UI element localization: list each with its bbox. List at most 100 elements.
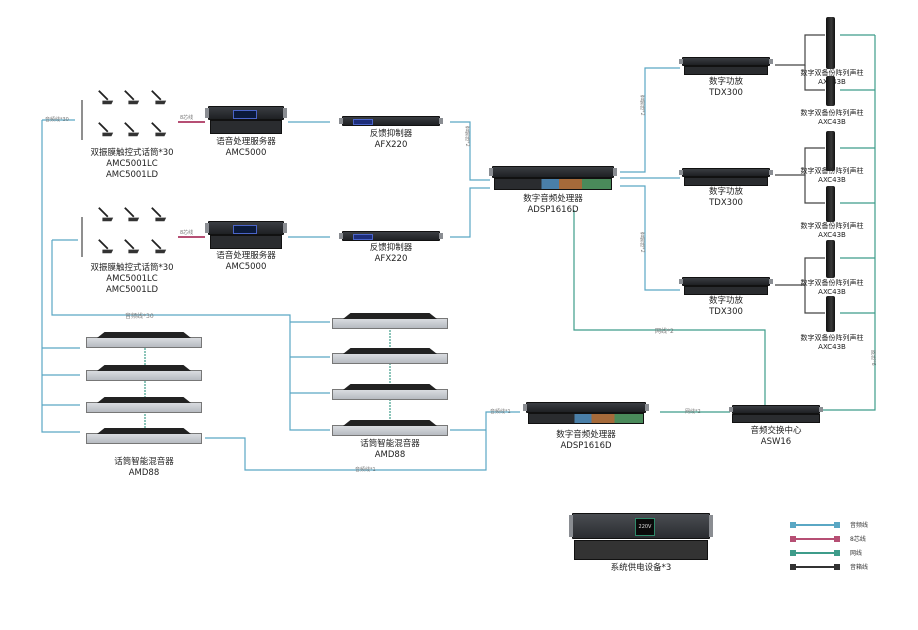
- amp-front-panel: [679, 168, 773, 177]
- microphone-icon: [151, 239, 167, 254]
- wire-label: 网线*6: [870, 350, 876, 366]
- device-model: AMD88: [374, 450, 406, 460]
- device-model: TDX300: [709, 198, 743, 208]
- mixer-unit: [86, 428, 202, 444]
- wire-label: 音频线*30: [45, 117, 69, 123]
- device-name: 音频交换中心: [750, 426, 802, 436]
- wire-afx2-dsp: [450, 187, 490, 238]
- server-1-label: 语音处理服务器 AMC5000: [216, 137, 276, 159]
- wire-mixer-left-dsp2: [205, 411, 520, 471]
- wire-label: 网线*2: [685, 409, 701, 415]
- device-model: AXC43B: [818, 118, 846, 126]
- amp-2-label: 数字功放 TDX300: [709, 187, 743, 209]
- device-name: 数字音频处理器: [523, 194, 583, 204]
- wire-speaker-3: [775, 257, 825, 286]
- device-model: ADSP1616D: [527, 205, 579, 215]
- device-model: AXC43B: [818, 343, 846, 351]
- device-name: 话筒智能混音器: [360, 439, 420, 449]
- power-label: 系统供电设备*3: [611, 563, 672, 574]
- microphone-icon: [124, 207, 140, 222]
- device-name: 语音处理服务器: [216, 251, 276, 261]
- server-2-label: 语音处理服务器 AMC5000: [216, 251, 276, 273]
- mixer-unit: [86, 365, 202, 381]
- switch-front-panel: [729, 405, 823, 414]
- mixer-unit: [332, 384, 448, 400]
- dsp-top-label: 数字音频处理器 ADSP1616D: [523, 194, 583, 216]
- microphone-icon: [124, 90, 140, 105]
- mixer-unit: [332, 420, 448, 436]
- amp-front-panel: [679, 277, 773, 286]
- amp-back-panel: [684, 177, 768, 186]
- power-display: 220V: [635, 518, 655, 536]
- legend-label: 网线: [850, 550, 863, 557]
- speaker-column-icon: [826, 296, 835, 332]
- device-name: 反馈抑制器: [369, 243, 413, 253]
- power-back-panel: [574, 540, 708, 560]
- device-name: 数字功放: [708, 77, 744, 87]
- legend-label: 音箱线: [850, 564, 869, 571]
- legend-label: 音频线: [850, 522, 869, 529]
- device-model: AMC5001LD: [105, 170, 158, 180]
- speaker-column-icon: [826, 17, 835, 69]
- legend-label: 8芯线: [850, 536, 866, 543]
- wire-label: 音频线*30: [125, 313, 154, 320]
- legend-swatch-speaker: [790, 564, 840, 570]
- microphone-icon: [98, 207, 114, 222]
- wire-dsp-amp3: [620, 185, 680, 291]
- device-model: AXC43B: [818, 288, 846, 296]
- wire-label: 音频线*1: [355, 467, 376, 473]
- wire-afx1-dsp: [450, 121, 490, 181]
- server-back-panel: [210, 120, 282, 134]
- device-model: TDX300: [709, 307, 743, 317]
- device-model: AXC43B: [818, 231, 846, 239]
- server-back-panel: [210, 235, 282, 249]
- wire-label: 音频线*2: [639, 232, 645, 253]
- speaker-column-icon: [826, 240, 835, 278]
- microphone-icon: [151, 122, 167, 137]
- device-name: 反馈抑制器: [369, 129, 413, 139]
- device-name: 数字功放: [708, 187, 744, 197]
- amp-back-panel: [684, 66, 768, 75]
- wire-net-dsp-switch: [573, 210, 766, 405]
- legend-swatch-network: [790, 550, 840, 556]
- device-model: AFX220: [374, 140, 408, 150]
- mixer-unit: [332, 348, 448, 364]
- mixer-unit: [86, 397, 202, 413]
- device-model: AMC5001LD: [105, 285, 158, 295]
- wire-speaker-2: [775, 147, 825, 176]
- wire-label: 8芯线: [180, 230, 194, 236]
- dsp-back-panel: [494, 178, 612, 190]
- microphone-icon: [151, 207, 167, 222]
- device-model: TDX300: [709, 88, 743, 98]
- mixer-mid-label: 话筒智能混音器 AMD88: [360, 439, 420, 461]
- afx-front-panel: [339, 116, 443, 126]
- wire-label: 网线*2: [655, 328, 674, 335]
- legend-swatch-audio: [790, 522, 840, 528]
- device-name: 话筒智能混音器: [114, 457, 174, 467]
- switch-back-panel: [732, 414, 820, 423]
- device-model: ADSP1616D: [560, 441, 612, 451]
- device-name: 系统供电设备*3: [610, 563, 672, 573]
- mic-group-2-label: 双振膜触控式话筒*30 AMC5001LC AMC5001LD: [90, 263, 173, 296]
- amp-front-panel: [679, 57, 773, 66]
- amp-back-panel: [684, 286, 768, 295]
- device-name: 数字双备份阵列声柱: [800, 167, 864, 175]
- wire-label: 音频线*1: [490, 409, 511, 415]
- mixer-unit: [332, 313, 448, 329]
- device-name: 双振膜触控式话筒*30: [90, 263, 174, 273]
- server-front-panel: [205, 221, 287, 235]
- wire-audio-left-bus: [41, 120, 80, 433]
- microphone-icon: [98, 122, 114, 137]
- device-name: 数字双备份阵列声柱: [800, 109, 864, 117]
- device-name: 数字双备份阵列声柱: [800, 334, 864, 342]
- wire-dsp-amp1: [620, 67, 680, 173]
- microphone-icon: [151, 90, 167, 105]
- device-model: ASW16: [760, 437, 792, 447]
- device-model: AMC5001LC: [106, 274, 158, 284]
- switch-label: 音频交换中心 ASW16: [750, 426, 801, 448]
- microphone-icon: [124, 122, 140, 137]
- device-model: AFX220: [374, 254, 408, 264]
